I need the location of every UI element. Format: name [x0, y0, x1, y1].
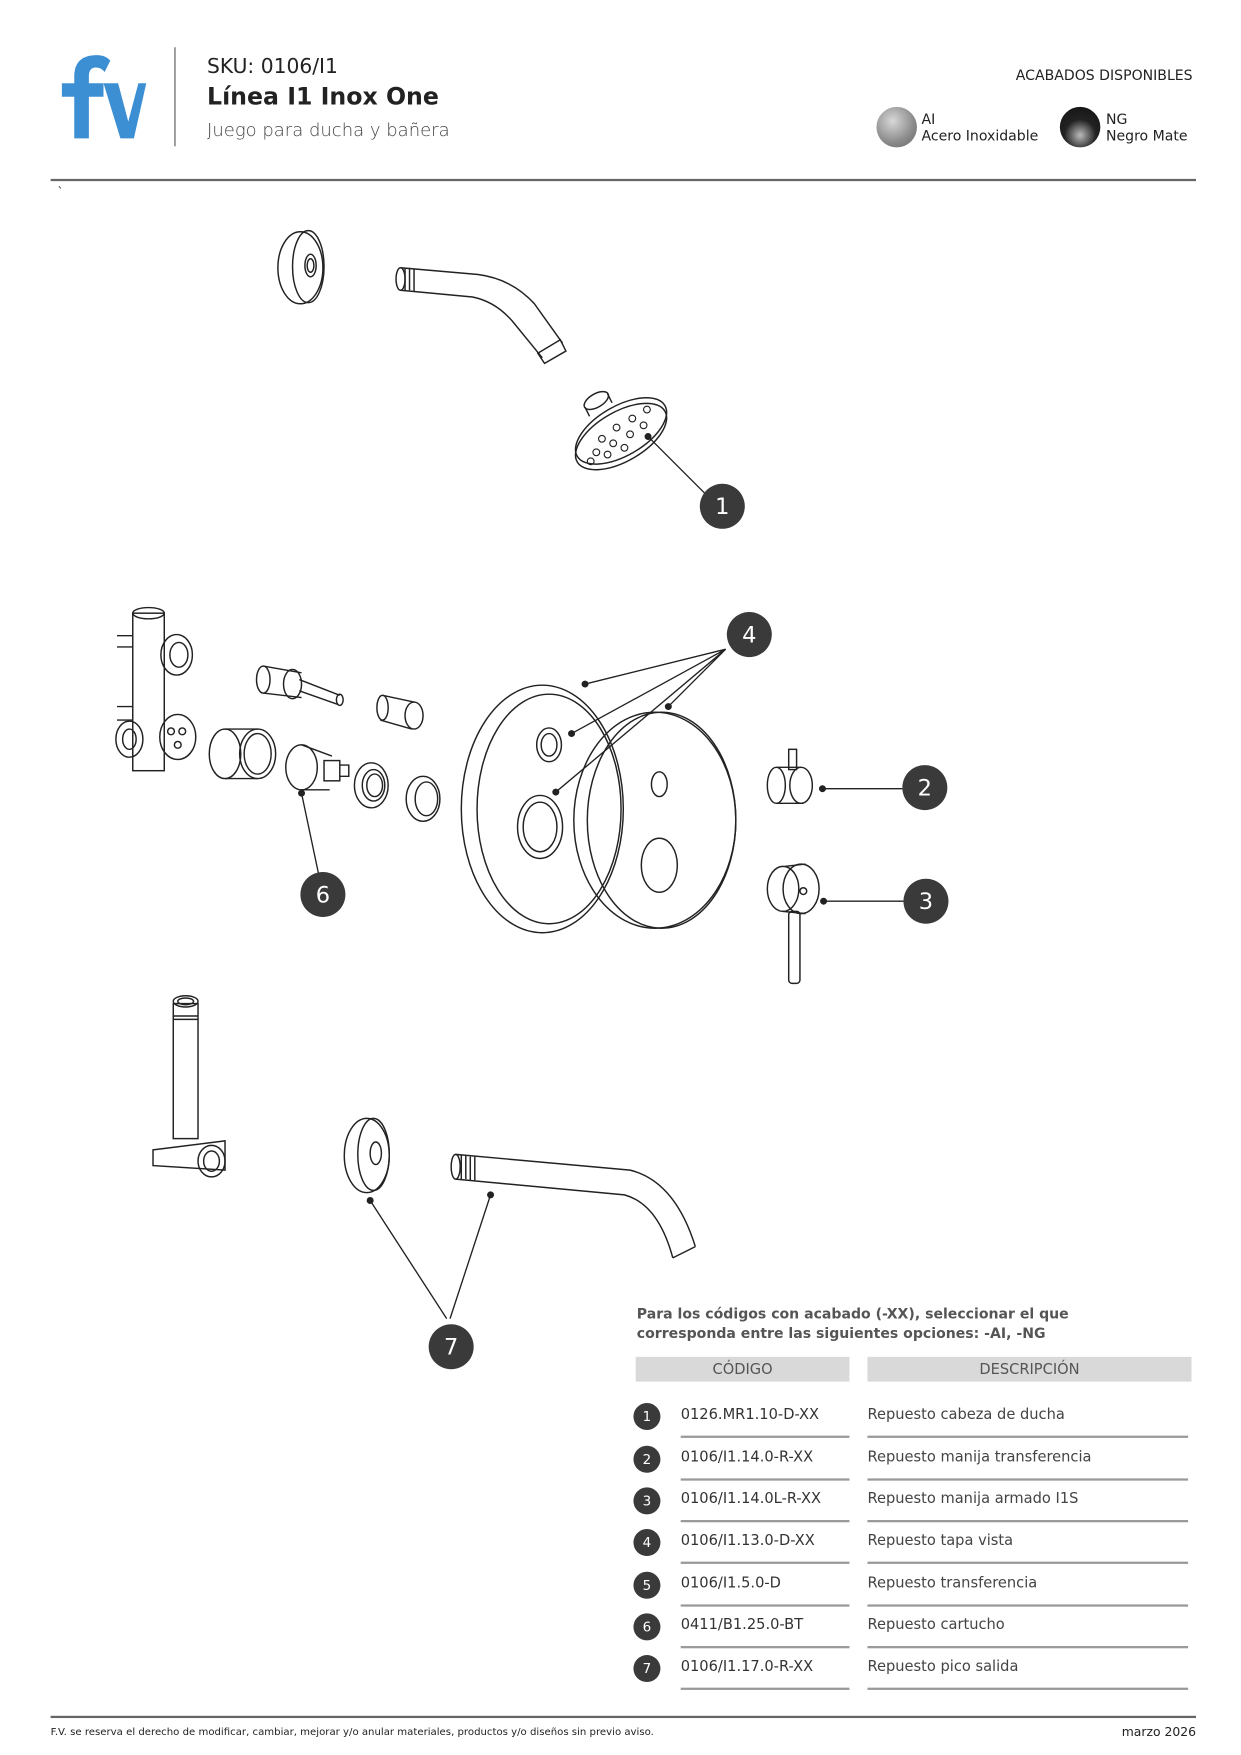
row-divider [867, 1520, 1189, 1522]
finish-name: Negro Mate [1105, 127, 1188, 145]
row-divider [867, 1561, 1189, 1564]
part-code: 0106/I1.5.0-D [680, 1575, 781, 1593]
cover-plate-drawing [460, 684, 737, 934]
finish-code: AI [921, 110, 936, 128]
fv-logo [61, 55, 147, 139]
table-row: 7 0106/I1.17.0-R-XX Repuesto pico salida [630, 1646, 1193, 1690]
disclaimer: F.V. se reserva el derecho de modificar,… [50, 1727, 654, 1739]
part-description: Repuesto cabeza de ducha [867, 1406, 1065, 1424]
callout-6: 6 [300, 871, 346, 917]
part-description: Repuesto manija armado I1S [867, 1490, 1079, 1508]
part-code: 0106/I1.14.0L-R-XX [680, 1490, 822, 1508]
part-code: 0106/I1.13.0-D-XX [680, 1532, 815, 1550]
part-code: 0411/B1.25.0-BT [680, 1616, 804, 1634]
part-code: 0106/I1.14.0-R-XX [680, 1449, 814, 1467]
callout-3: 3 [903, 878, 949, 924]
row-divider [680, 1604, 850, 1607]
product-subtitle: Juego para ducha y bañera [207, 119, 450, 141]
tub-spout-drawing [450, 1153, 697, 1259]
shower-arm-drawing [395, 267, 567, 365]
finish-note: Para los códigos con acabado (-XX), sele… [637, 1304, 1069, 1342]
header-divider [174, 47, 176, 147]
cartridge-drawing [285, 744, 350, 791]
table-row: 4 0106/I1.13.0-D-XX Repuesto tapa vista [630, 1520, 1193, 1564]
callout-2: 2 [902, 765, 948, 811]
row-divider [680, 1687, 850, 1690]
row-number-badge: 4 [633, 1529, 661, 1557]
row-number-badge: 1 [633, 1403, 661, 1431]
table-row: 6 0411/B1.25.0-BT Repuesto cartucho [630, 1604, 1193, 1648]
row-number-badge: 5 [633, 1571, 661, 1599]
row-divider [867, 1687, 1189, 1690]
row-number-badge: 6 [633, 1613, 661, 1641]
part-description: Repuesto tapa vista [867, 1532, 1014, 1550]
row-divider [680, 1478, 850, 1481]
stray-mark: ` [57, 184, 64, 200]
part-code: 0106/I1.17.0-R-XX [680, 1658, 814, 1676]
finish-name: Acero Inoxidable [921, 127, 1039, 145]
spout-flange-drawing [343, 1117, 391, 1194]
finishes-label: ACABADOS DISPONIBLES [1015, 66, 1193, 84]
finish-code: NG [1105, 110, 1128, 128]
diverter-stem-drawing [255, 665, 344, 707]
footer-rule [50, 1715, 1196, 1718]
row-divider [867, 1604, 1189, 1607]
tub-elbow-drawing [152, 994, 226, 1178]
shower-head-drawing [574, 390, 668, 471]
table-row: 2 0106/I1.14.0-R-XX Repuesto manija tran… [630, 1437, 1193, 1481]
wall-flange-drawing [277, 229, 325, 305]
row-divider [680, 1561, 850, 1564]
header-rule [50, 178, 1196, 182]
part-code: 0126.MR1.10-D-XX [680, 1406, 820, 1424]
row-divider [867, 1435, 1189, 1438]
date: marzo 2026 [1121, 1724, 1196, 1740]
callout-7: 7 [428, 1324, 474, 1370]
part-description: Repuesto pico salida [867, 1658, 1019, 1676]
row-divider [680, 1435, 850, 1438]
row-divider [680, 1646, 850, 1648]
row-number-badge: 3 [633, 1487, 661, 1515]
finish-swatch-ng [1059, 106, 1101, 148]
callout-4: 4 [726, 612, 772, 658]
table-row: 5 0106/I1.5.0-D Repuesto transferencia [630, 1563, 1193, 1607]
sku: SKU: 0106/I1 [207, 55, 338, 79]
row-divider [867, 1478, 1189, 1481]
cartridge-sleeve-drawing [208, 728, 277, 780]
finish-swatch-ai [876, 106, 917, 148]
column-header-code: CÓDIGO [635, 1356, 850, 1382]
row-number-badge: 2 [633, 1445, 661, 1473]
diverter-handle-drawing [766, 748, 814, 805]
finish-note-line: corresponda entre las siguientes opcione… [636, 1324, 1046, 1342]
valve-body-drawing [115, 606, 197, 772]
finish-ng: NG Negro Mate [1106, 110, 1188, 144]
product-title: Línea I1 Inox One [207, 83, 439, 111]
part-description: Repuesto cartucho [867, 1616, 1005, 1634]
lever-handle-drawing [766, 863, 820, 985]
row-divider [867, 1646, 1189, 1648]
table-row: 1 0126.MR1.10-D-XX Repuesto cabeza de du… [630, 1394, 1193, 1438]
row-number-badge: 7 [633, 1655, 661, 1683]
row-divider [680, 1520, 850, 1522]
table-row: 3 0106/I1.14.0L-R-XX Repuesto manija arm… [630, 1478, 1193, 1522]
sleeve-drawing [376, 694, 424, 730]
part-description: Repuesto transferencia [867, 1575, 1038, 1593]
callout-1: 1 [699, 483, 745, 529]
leader-lines [298, 433, 904, 1319]
column-header-description: DESCRIPCIÓN [867, 1356, 1192, 1382]
part-description: Repuesto manija transferencia [867, 1449, 1092, 1467]
nut-drawing [353, 762, 441, 823]
finish-ai: AI Acero Inoxidable [921, 110, 1038, 144]
finish-note-line: Para los códigos con acabado (-XX), sele… [636, 1305, 1069, 1323]
